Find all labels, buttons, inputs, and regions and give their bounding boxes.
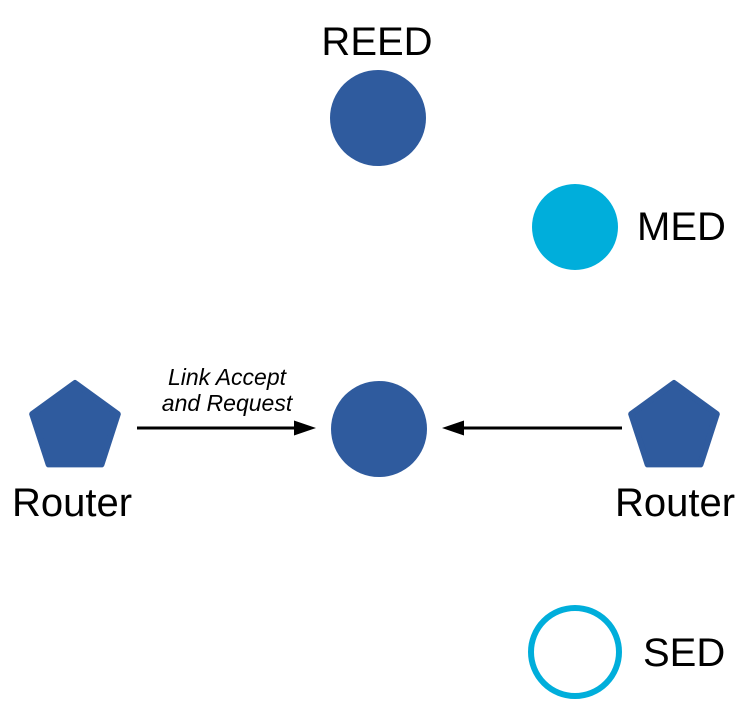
router-left-pentagon-icon (29, 380, 121, 468)
router-left-label: Router (11, 481, 133, 525)
left-arrow-label: Link Accept and Request (162, 364, 292, 416)
router-right-pentagon-icon (628, 380, 720, 468)
center-node-circle-icon (331, 381, 427, 477)
left-arrowhead-icon (294, 420, 316, 436)
router-right-label: Router (614, 481, 736, 525)
reed-node-circle-icon (330, 70, 426, 166)
left-arrow-label-line2: and Request (161, 390, 293, 416)
sed-node-ring-icon (528, 605, 622, 699)
left-arrow-label-line1: Link Accept (167, 364, 287, 390)
right-arrowhead-icon (442, 420, 464, 436)
sed-label: SED (643, 631, 726, 675)
med-label: MED (637, 205, 726, 249)
reed-label: REED (321, 20, 433, 64)
med-node-circle-icon (532, 184, 618, 270)
